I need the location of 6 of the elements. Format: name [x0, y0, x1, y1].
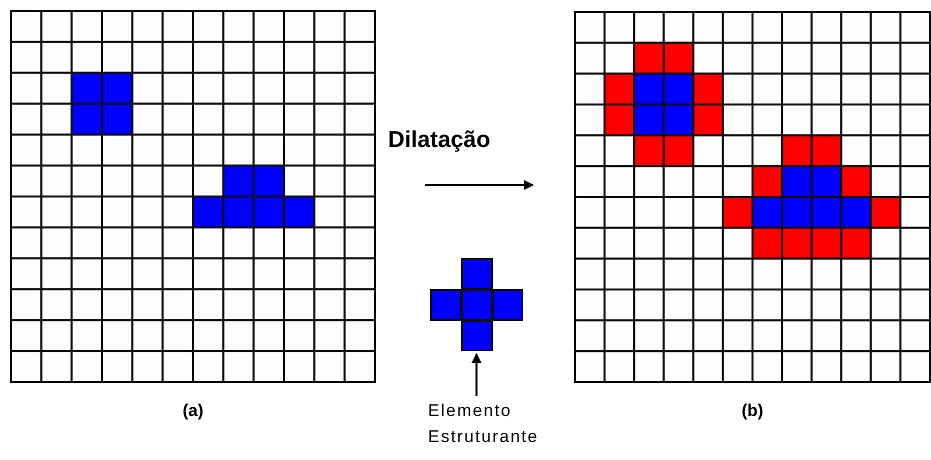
edge-label: Dilatação	[388, 128, 490, 151]
arrow	[472, 353, 482, 396]
panel-caption: (b)	[742, 401, 764, 420]
panel-caption: (a)	[182, 401, 204, 420]
text-label: Elemento Estruturante	[428, 400, 540, 448]
arrow	[425, 180, 534, 190]
